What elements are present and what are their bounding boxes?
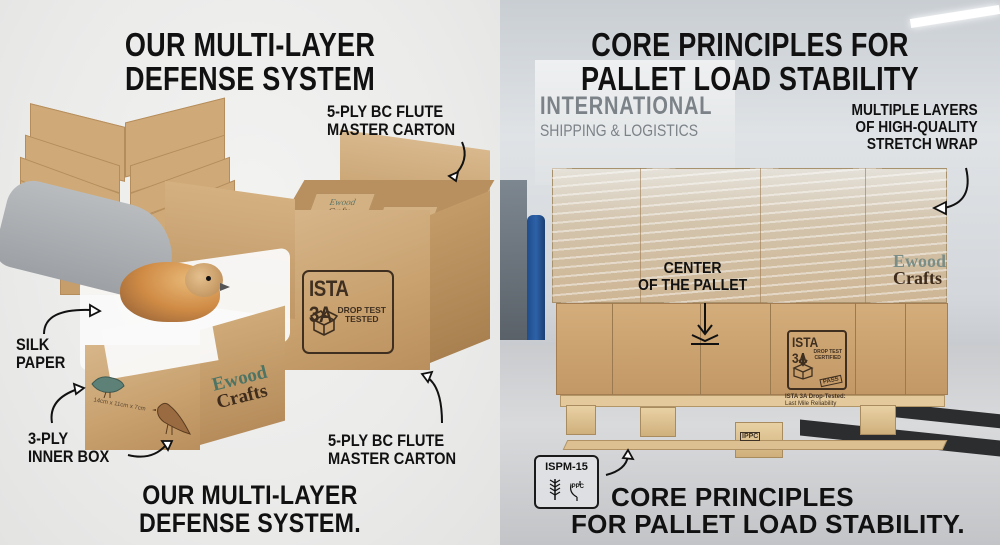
box-seam	[855, 303, 856, 395]
stamp-sub-line: CERTIFIED	[814, 354, 841, 361]
box-seam	[640, 168, 641, 303]
ispm-icons: IPPC	[536, 477, 597, 501]
box-seam	[612, 303, 613, 395]
title-line: OUR MULTI-LAYER	[124, 26, 376, 63]
box-seam	[770, 303, 771, 395]
open-box-icon	[310, 310, 338, 336]
ippc-icon: IPPC	[569, 481, 584, 501]
title-line: CORE PRINCIPLES	[611, 482, 854, 512]
stamp-sub-line: TESTED	[344, 314, 379, 325]
ista-3a-stamp: ISTA 3A DROP TEST TESTED	[302, 270, 394, 354]
left-title-bottom: OUR MULTI-LAYER DEFENSE SYSTEM.	[35, 480, 465, 538]
callout-line: SILK	[16, 335, 50, 354]
brand-line: Ewood	[893, 251, 947, 271]
bird-head	[185, 263, 223, 297]
box-seam	[905, 303, 906, 395]
pass-badge: PASS	[819, 374, 843, 388]
ista-stamp-sub: DROP TEST TESTED	[337, 305, 387, 325]
callout-stretch-wrap: MULTIPLE LAYERS OF HIGH-QUALITY STRETCH …	[851, 102, 978, 153]
callout-line: OF HIGH-QUALITY	[855, 118, 978, 136]
ispm-title: ISPM-15	[545, 461, 588, 473]
ippc-pallet-mark: IPPC	[740, 432, 761, 441]
bird-print-icon	[152, 402, 191, 435]
caption-line: Last Mile Reliability	[785, 401, 837, 408]
callout-line: STRETCH WRAP	[867, 135, 978, 153]
box-down-arrow-icon	[792, 353, 814, 380]
ista-stamp-caption: ISTA 3A Drop-Tested: Last Mile Reliabili…	[785, 394, 846, 408]
lower-box-tier	[556, 303, 948, 395]
arrow-icon	[447, 141, 466, 183]
arrow-icon	[50, 382, 86, 424]
arrow-icon	[605, 448, 635, 476]
title-line: CORE PRINCIPLES FOR	[591, 26, 909, 63]
callout-line: OF THE PALLET	[638, 276, 748, 294]
caption-line: ISTA 3A Drop-Tested:	[785, 394, 846, 400]
svg-text:IPPC: IPPC	[569, 484, 584, 490]
callout-silk-paper: SILK PAPER	[16, 336, 65, 372]
arrow-icon	[43, 303, 102, 335]
sign-line: INTERNATIONAL	[540, 92, 713, 120]
callout-line: 5-PLY BC FLUTE	[327, 102, 444, 121]
box-seam	[700, 303, 701, 395]
box-seam	[865, 168, 866, 303]
pallet-block	[860, 405, 896, 435]
bird-beak	[220, 283, 230, 291]
stamp-sub-line: DROP TEST	[813, 349, 842, 355]
callout-line: PAPER	[16, 352, 66, 372]
callout-master-carton-bottom: 5-PLY BC FLUTE MASTER CARTON	[328, 432, 456, 468]
title-line: FOR PALLET LOAD STABILITY.	[571, 508, 965, 539]
stamp-sub-line: DROP TEST	[337, 305, 387, 315]
title-line: PALLET LOAD STABILITY	[581, 59, 919, 97]
master-carton-side	[430, 190, 490, 363]
ista-3a-certified-stamp: ISTA 3A DROP TEST CERTIFIED PASS	[787, 330, 847, 390]
title-line: DEFENSE SYSTEM	[124, 59, 376, 97]
callout-line: 5-PLY BC FLUTE	[328, 431, 445, 450]
stretch-wrap	[552, 168, 947, 303]
wall-sign-text: INTERNATIONAL SHIPPING & LOGISTICS	[540, 92, 755, 140]
arrow-icon	[420, 370, 443, 424]
pallet-block	[566, 405, 596, 435]
left-title-top: OUR MULTI-LAYER DEFENSE SYSTEM	[45, 28, 455, 95]
blue-post	[527, 215, 545, 340]
center-down-arrow-icon	[691, 303, 719, 345]
callout-line: CENTER	[663, 260, 722, 277]
title-line: DEFENSE SYSTEM.	[139, 507, 361, 538]
arrow-icon	[931, 167, 969, 216]
wheat-icon	[549, 479, 560, 500]
right-title-top: CORE PRINCIPLES FOR PALLET LOAD STABILIT…	[545, 28, 955, 95]
ista-stamp-sub: DROP TEST CERTIFIED	[813, 349, 842, 361]
pallet-block	[640, 407, 676, 437]
callout-line: INNER BOX	[28, 446, 110, 466]
callout-center-of-pallet: CENTER OF THE PALLET	[638, 260, 748, 295]
title-line: OUR MULTI-LAYER	[142, 480, 358, 510]
bird-print-icon	[91, 376, 125, 399]
pallet-brand: Ewood Crafts	[893, 251, 947, 289]
callout-line: MASTER CARTON	[328, 448, 457, 468]
wall-sign	[535, 60, 735, 185]
pallet-deck	[560, 395, 945, 407]
wrapped-pallet-load	[552, 168, 947, 303]
box-seam	[760, 168, 761, 303]
callout-line: 3-PLY	[28, 429, 69, 448]
callout-master-carton-top: 5-PLY BC FLUTE MASTER CARTON	[327, 103, 455, 139]
callout-inner-box: 3-PLY INNER BOX	[28, 430, 109, 466]
left-panel-packaging: Ewood Crafts Ewood Crafts Ewood Crafts E…	[0, 0, 500, 545]
right-title-bottom: CORE PRINCIPLES FOR PALLET LOAD STABILIT…	[553, 484, 1000, 537]
warehouse-shelf	[500, 180, 527, 340]
arrow-icon	[127, 440, 174, 458]
sign-line: SHIPPING & LOGISTICS	[540, 121, 699, 140]
ispm-15-badge: ISPM-15 IPPC	[534, 455, 599, 509]
master-carton-front	[280, 210, 430, 370]
bird-eye	[206, 276, 211, 281]
brand-line: Crafts	[893, 268, 942, 289]
callout-line: MASTER CARTON	[327, 119, 456, 139]
callout-line: MULTIPLE LAYERS	[851, 102, 978, 119]
